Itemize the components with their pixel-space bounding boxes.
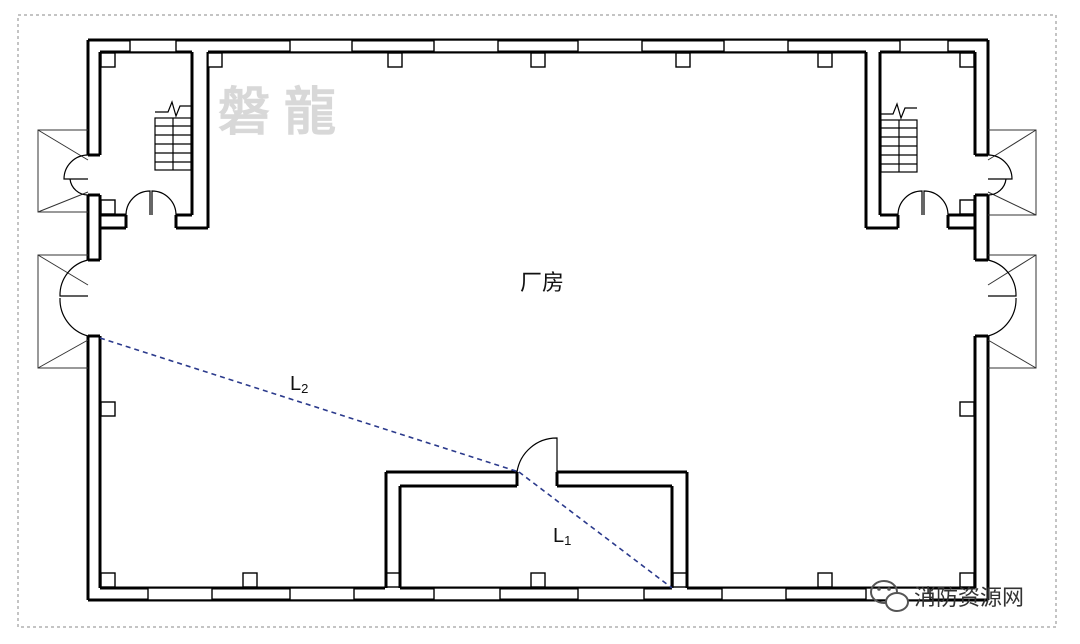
drawing-frame (17, 14, 1057, 628)
source-text: 消防资源网 (914, 586, 1024, 611)
right-upper-exit (987, 129, 1037, 216)
left-stair-door-icon (125, 190, 177, 216)
watermark-text: 磐龍 (218, 82, 350, 143)
label-l1-main: L (553, 525, 564, 547)
right-stair-icon (880, 102, 918, 173)
room-label: 厂房 (520, 271, 564, 296)
left-stair-room (100, 52, 210, 230)
wechat-icon (870, 580, 909, 612)
inner-room-door-icon (516, 437, 558, 473)
columns (100, 52, 975, 588)
left-lower-exit (37, 254, 89, 369)
top-windows (129, 39, 949, 53)
distance-line-l2 (99, 337, 520, 473)
label-l1: L1 (553, 525, 571, 548)
label-l2-main: L (290, 373, 301, 395)
left-upper-exit (37, 129, 89, 213)
right-stair-door-icon (897, 190, 949, 216)
source-logo: 消防资源网 (870, 580, 1024, 612)
left-stair-icon (154, 100, 192, 171)
inner-room (384, 437, 689, 588)
label-l2-sub: 2 (301, 381, 308, 396)
right-stair-room (864, 52, 975, 230)
label-l1-sub: 1 (564, 533, 571, 548)
bottom-windows (147, 587, 931, 601)
right-lower-exit (987, 254, 1037, 369)
label-l2: L2 (290, 373, 308, 396)
distance-line-l1 (518, 471, 673, 589)
